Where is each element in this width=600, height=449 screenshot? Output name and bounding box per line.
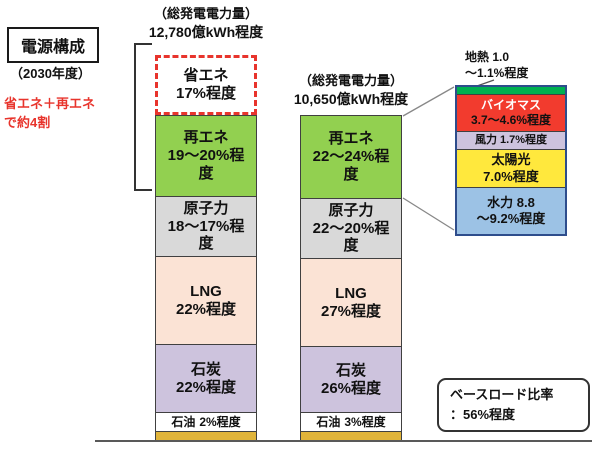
baseload-line2: ：56%程度 — [450, 407, 516, 423]
baseload-ratio-box: ベースロード比率 ：56%程度 — [437, 378, 590, 433]
baseload-line1: ベースロード比率 — [450, 387, 554, 402]
segment-label: 石炭 — [335, 361, 366, 379]
segment-oil: 石油 2%程度 — [155, 413, 257, 441]
geothermal-label-line2: ～1.1%程度 — [465, 66, 529, 81]
segment-label: 石油 — [316, 414, 341, 429]
segment-nuclear: 原子力 22～20%程度 — [300, 199, 402, 259]
oil-color-strip — [156, 431, 256, 440]
segment-value: 19～20%程度 — [167, 147, 245, 182]
segment-value: 22～24%程度 — [312, 148, 390, 183]
oil-text: 石油 2%程度 — [171, 413, 240, 431]
axis-baseline — [95, 440, 592, 442]
page-title-text: 電源構成 — [21, 39, 86, 56]
segment-value: 3.7～4.6%程度 — [470, 113, 552, 127]
segment-value: 3%程度 — [344, 414, 386, 429]
segment-renewables: 再エネ 19～20%程度 — [155, 115, 257, 197]
bar-after-savings: 再エネ 22～24%程度 原子力 22～20%程度 LNG 27%程度 石炭 2… — [300, 115, 402, 441]
total-generation-caption: （総発電電力量） — [153, 6, 258, 21]
geothermal-label: 地熱 1.0 ～1.1%程度 — [465, 49, 575, 81]
oil-text: 石油 3%程度 — [316, 413, 385, 431]
segment-nuclear: 原子力 18～17%程度 — [155, 197, 257, 257]
breakdown-segment-solar: 太陽光 7.0%程度 — [457, 149, 565, 187]
annotation-line2: で約4割 — [4, 114, 51, 130]
total-generation-value: 10,650億kWh程度 — [293, 90, 409, 107]
fan-line-bottom — [402, 197, 455, 231]
segment-coal: 石炭 26%程度 — [300, 347, 402, 413]
segment-label: 風力 — [474, 133, 497, 146]
segment-label: 再エネ — [183, 129, 229, 147]
segment-value: 27%程度 — [320, 302, 382, 320]
geothermal-label-line1: 地熱 1.0 — [465, 50, 510, 64]
segment-coal: 石炭 22%程度 — [155, 345, 257, 413]
savings-plus-renewables-annotation: 省エネ＋再エネ で約4割 — [4, 95, 126, 133]
left-bar-header: （総発電電力量） 12,780億kWh程度 — [135, 5, 277, 41]
segment-label: 再エネ — [328, 130, 374, 148]
segment-label: 太陽光 — [491, 152, 531, 168]
segment-value: 22～20%程度 — [312, 219, 390, 255]
segment-lng: LNG 22%程度 — [155, 257, 257, 345]
segment-label: 省エネ — [183, 67, 229, 85]
fiscal-year-subtitle: （2030年度） — [10, 66, 91, 81]
segment-label: 原子力 — [183, 199, 229, 217]
breakdown-segment-hydro: 水力 8.8 ～9.2%程度 — [457, 187, 565, 234]
segment-value: 18～17%程度 — [167, 217, 245, 253]
annotation-line1: 省エネ＋再エネ — [4, 96, 96, 111]
segment-renewables: 再エネ 22～24%程度 — [300, 115, 402, 199]
total-generation-value: 12,780億kWh程度 — [148, 23, 264, 40]
segment-label: 原子力 — [328, 201, 374, 219]
segment-value: 2%程度 — [199, 414, 241, 429]
bracket-shape — [134, 43, 152, 191]
breakdown-segment-wind: 風力 1.7%程度 — [457, 131, 565, 149]
segment-label: バイオマス — [480, 98, 541, 112]
segment-oil: 石油 3%程度 — [300, 413, 402, 441]
segment-label: 石油 — [171, 414, 196, 429]
segment-energy-saving: 省エネ 17%程度 — [155, 55, 257, 115]
segment-value: 26%程度 — [320, 379, 382, 397]
breakdown-segment-biomass: バイオマス 3.7～4.6%程度 — [457, 94, 565, 131]
segment-label-line1: 水力 8.8 — [487, 194, 535, 210]
oil-color-strip — [301, 431, 401, 440]
segment-lng: LNG 27%程度 — [300, 259, 402, 347]
segment-value: 1.7%程度 — [499, 133, 548, 146]
page-title: 電源構成 — [7, 27, 100, 63]
segment-label: LNG — [335, 284, 367, 302]
renewable-breakdown-box: バイオマス 3.7～4.6%程度 風力 1.7%程度 太陽光 7.0%程度 水力… — [455, 85, 567, 236]
segment-value: 22%程度 — [175, 378, 237, 396]
segment-label: LNG — [190, 282, 222, 300]
segment-value-line2: ～9.2%程度 — [476, 211, 546, 226]
breakdown-segment-geothermal — [457, 87, 565, 94]
right-bar-header: （総発電電力量） 10,650億kWh程度 — [285, 72, 417, 108]
bar-before-savings: 省エネ 17%程度 再エネ 19～20%程度 原子力 18～17%程度 LNG … — [155, 55, 257, 441]
total-generation-caption: （総発電電力量） — [298, 73, 403, 88]
segment-value: 17%程度 — [175, 85, 237, 102]
segment-label: 石炭 — [190, 360, 221, 378]
segment-value: 22%程度 — [175, 300, 237, 318]
segment-value: 7.0%程度 — [483, 168, 539, 184]
